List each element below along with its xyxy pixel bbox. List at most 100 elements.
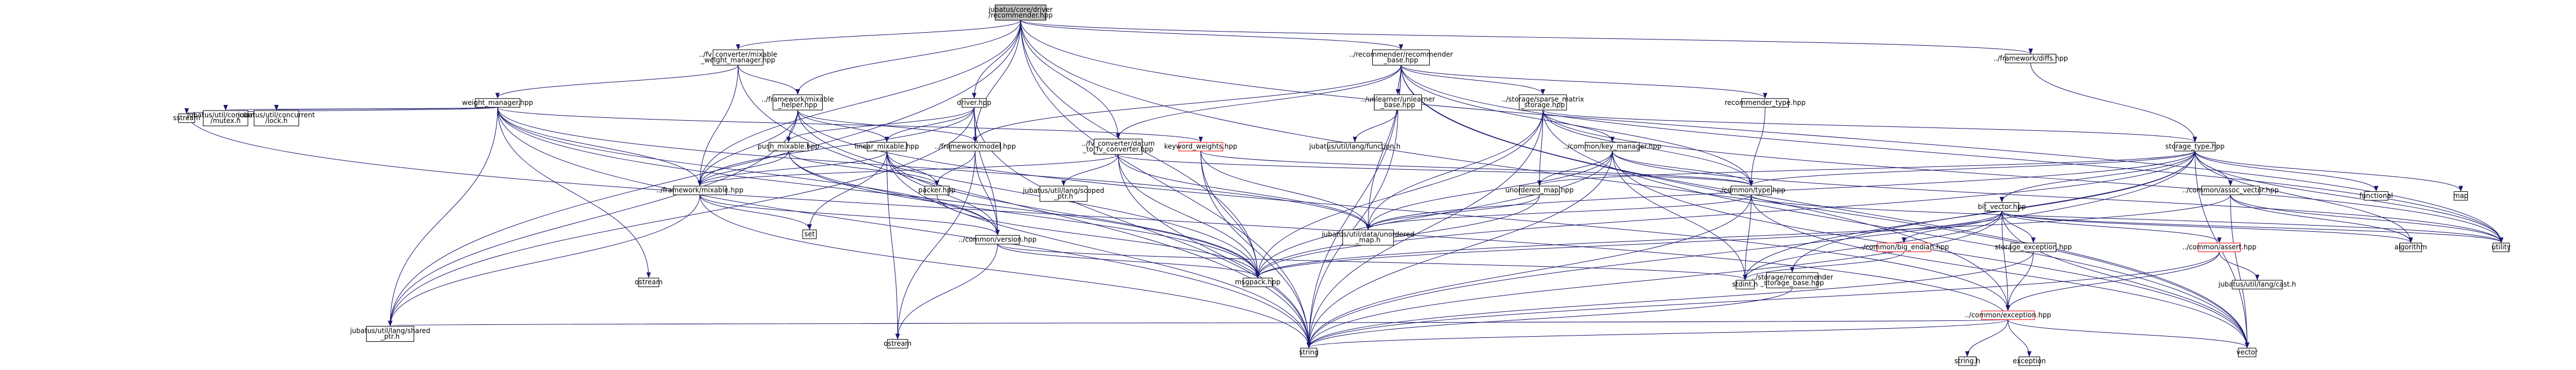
node-assoc[interactable]: ../common/assoc_vector.hpp: [2182, 186, 2279, 195]
node-iostream[interactable]: ostream: [884, 339, 912, 349]
edge-kw-to-ctype: [1200, 151, 1754, 186]
node-datum[interactable]: ../fv_converter/datum_to_fv_converter.hp…: [1081, 139, 1155, 155]
node-box: [1039, 186, 1088, 202]
node-vector[interactable]: vector: [2236, 347, 2258, 358]
edge-ctype-to-string: [1306, 195, 1752, 349]
node-cexc[interactable]: ../common/exception.hpp: [1965, 310, 2051, 320]
node-mixable[interactable]: ../framework/mixable.hpp: [656, 186, 743, 195]
node-driver[interactable]: driver.hpp: [957, 98, 991, 108]
node-bigendian[interactable]: ../common/big_endian.hpp: [1859, 243, 1949, 252]
edge-cassert-to-cexc: [2006, 252, 2220, 311]
node-root[interactable]: jubatus/core/driver/recommender.hpp: [988, 5, 1053, 21]
node-stexc[interactable]: storage_exception.hpp: [1995, 243, 2072, 252]
node-shared[interactable]: jubatus/util/lang/shared_ptr.h: [349, 325, 431, 342]
node-kw[interactable]: keyword_weights.hpp: [1164, 142, 1238, 152]
node-cassert[interactable]: ../common/assert.hpp: [2182, 243, 2256, 252]
edge-stype-to-algorithm: [2194, 151, 2413, 243]
node-algorithm[interactable]: algorithm: [2395, 243, 2427, 252]
node-string[interactable]: string: [1299, 347, 1319, 358]
node-label: _base.hpp: [1383, 56, 1418, 64]
edge-root-to-utility: [1020, 20, 2504, 243]
node-cstream[interactable]: ostream: [635, 278, 663, 287]
node-exception[interactable]: exception: [2013, 356, 2046, 366]
node-linear[interactable]: linear_mixable.hpp: [854, 142, 919, 152]
node-label: ostream: [635, 278, 662, 286]
node-label: ../common/exception.hpp: [1965, 311, 2051, 319]
node-lock[interactable]: jubatus/util/concurrent/lock.h: [237, 110, 315, 126]
node-box: [2400, 243, 2422, 252]
node-stdint[interactable]: stdint.h: [1732, 280, 1758, 289]
node-rectype[interactable]: recommender_type.hpp: [1724, 98, 1806, 108]
edge-version-to-stdint: [997, 244, 1748, 280]
node-label: storage_exception.hpp: [1995, 243, 2072, 251]
edge-sparse-to-vector: [1542, 110, 2250, 349]
edge-ctype-to-vector: [1750, 195, 2250, 349]
edge-unlearner-to-string: [1306, 110, 1398, 349]
node-ctype[interactable]: ../common/type.hpp: [1717, 186, 1785, 195]
node-sparse[interactable]: ../storage/sparse_matrix_storage.hpp: [1502, 94, 1584, 111]
node-model[interactable]: ../framework/model.hpp: [934, 142, 1016, 152]
node-keymgr[interactable]: ../common/key_manager.hpp: [1563, 142, 1661, 152]
node-label: jubatus/util/concurrent: [237, 111, 315, 119]
node-diffs[interactable]: ../framework/diffs.hpp: [1993, 54, 2068, 64]
edge-root-to-string: [1020, 20, 1311, 349]
node-label: unordered_map.hpp: [1505, 186, 1573, 194]
node-umap[interactable]: unordered_map.hpp: [1505, 186, 1573, 195]
node-scoped[interactable]: jubatus/util/lang/scoped_ptr.h: [1022, 186, 1104, 202]
node-utility[interactable]: utility: [2491, 243, 2511, 252]
edge-wm-to-string: [497, 107, 1311, 349]
node-fvwm[interactable]: ../fv_converter/mixable_weight_manager.h…: [699, 49, 777, 66]
edge-assoc-to-msgpack: [1255, 195, 2231, 278]
node-functional[interactable]: functional: [2360, 191, 2393, 201]
edge-recbase-to-datum: [1116, 65, 1402, 139]
node-label: ../common/key_manager.hpp: [1563, 143, 1661, 151]
node-label: _storage.hpp: [1520, 101, 1565, 109]
edge-push-to-packer: [788, 151, 939, 186]
node-set[interactable]: set: [802, 230, 817, 239]
edge-recbase-to-model: [973, 65, 1402, 143]
edge-mixhelper-to-msgpack: [797, 110, 1260, 278]
node-label: driver.hpp: [957, 99, 991, 107]
node-label: /mutex.h: [210, 117, 241, 125]
node-juumap[interactable]: jubatus/util/data/unordered_map.h: [1321, 230, 1415, 246]
edge-root-to-shared: [388, 20, 1021, 327]
node-cast[interactable]: jubatus/util/lang/cast.h: [2218, 280, 2296, 289]
edge-stype-to-functional: [2194, 151, 2379, 192]
node-push[interactable]: push_mixable.hpp: [757, 142, 819, 152]
node-stringh[interactable]: string.h: [1954, 356, 1980, 366]
edge-recbase-to-cexc: [1400, 65, 2010, 311]
edge-driver-to-version: [974, 107, 1000, 236]
edge-keymgr-to-juumap: [1365, 151, 1613, 230]
node-label: ../framework/mixable.hpp: [656, 186, 743, 194]
node-packer[interactable]: packer.hpp: [919, 186, 956, 195]
node-mixhelper[interactable]: ../framework/mixable_helper.hpp: [761, 94, 834, 111]
edge-bitvec-to-utility: [2001, 211, 2503, 243]
edge-push-to-msgpack: [788, 151, 1260, 278]
edge-stype-to-ctype: [1749, 151, 2196, 186]
edge-recbase-to-sparse: [1400, 65, 1545, 95]
node-msgpack[interactable]: msgpack.hpp: [1235, 278, 1280, 287]
node-sstream[interactable]: sstream: [173, 113, 200, 123]
edge-root-to-mixhelper: [795, 20, 1021, 95]
edge-datum-to-scoped: [1061, 154, 1119, 186]
node-label: exception: [2013, 357, 2046, 365]
node-map[interactable]: map: [2453, 191, 2468, 201]
node-label: jubatus/util/data/unordered: [1321, 231, 1415, 239]
node-version[interactable]: ../common/version.hpp: [959, 235, 1037, 245]
node-label: _base.hpp: [1380, 101, 1415, 109]
node-function[interactable]: jubatus/util/lang/function.h: [1309, 142, 1400, 152]
edge-umap-to-msgpack: [1255, 195, 1540, 278]
node-recstorage[interactable]: ../storage/recommender_storage_base.hpp: [1751, 272, 1833, 288]
node-label: algorithm: [2395, 243, 2427, 251]
edge-diffs-to-stype: [2030, 63, 2197, 143]
node-recbase[interactable]: ../recommender/recommender_base.hpp: [1349, 49, 1453, 66]
edge-recbase-to-utility: [1400, 65, 2504, 243]
edge-stype-to-map: [2194, 151, 2463, 192]
node-bitvec[interactable]: bit_vector.hpp: [1978, 202, 2026, 212]
node-label: bit_vector.hpp: [1978, 202, 2026, 210]
node-wm[interactable]: weight_manager.hpp: [462, 98, 533, 108]
node-mutex[interactable]: jubatus/util/concurrent/mutex.h: [187, 110, 264, 126]
node-box: [178, 113, 196, 123]
node-unlearner[interactable]: ../unlearner/unlearner_base.hpp: [1361, 94, 1435, 111]
node-stype[interactable]: storage_type.hpp: [2165, 142, 2224, 152]
